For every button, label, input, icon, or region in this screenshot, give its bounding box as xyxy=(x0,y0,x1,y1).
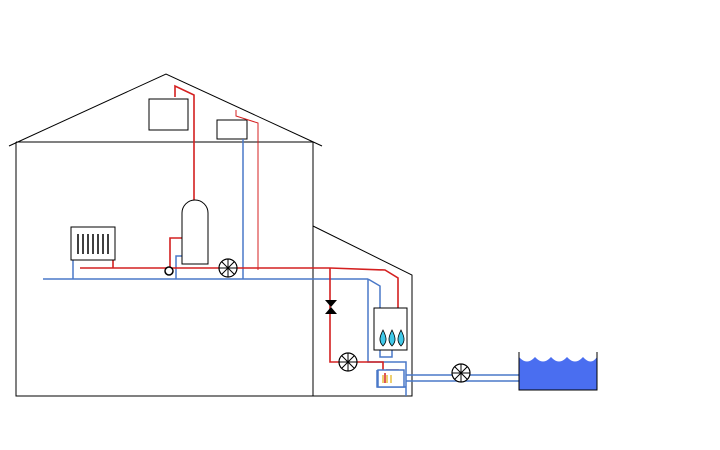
heat-exchanger-coil xyxy=(382,375,392,383)
pump-outdoor-icon xyxy=(451,363,471,383)
hot-cylinder-link xyxy=(169,237,182,268)
cold-annex-drop xyxy=(367,279,407,396)
pump-annex-icon xyxy=(338,352,358,372)
pumps xyxy=(218,258,471,383)
hot-cylinder-riser xyxy=(174,84,195,200)
boiler xyxy=(373,307,408,351)
water-pool xyxy=(518,352,598,391)
hot-water-cylinder xyxy=(181,199,209,265)
cold-cylinder-feed xyxy=(175,255,182,279)
attic-tank-right xyxy=(216,119,248,140)
radiator-fins xyxy=(77,234,109,254)
flame-icon xyxy=(379,329,405,347)
cold-boiler-return xyxy=(367,278,393,358)
valve-icon xyxy=(325,300,337,314)
hot-boiler-feed xyxy=(329,267,399,308)
hot-attic-vent xyxy=(235,110,259,270)
pump-main-icon xyxy=(218,258,238,278)
house-walls xyxy=(15,142,314,397)
annex-outline xyxy=(312,225,413,397)
house-roof xyxy=(8,73,323,147)
radiator xyxy=(70,226,116,261)
pool-walls xyxy=(518,352,598,391)
attic-tank-left xyxy=(148,98,189,131)
annex-roof xyxy=(312,225,413,397)
circle-connector-icon xyxy=(164,266,174,276)
heat-exchanger xyxy=(377,369,405,388)
pool-water xyxy=(519,357,597,390)
house-outline xyxy=(8,73,323,397)
